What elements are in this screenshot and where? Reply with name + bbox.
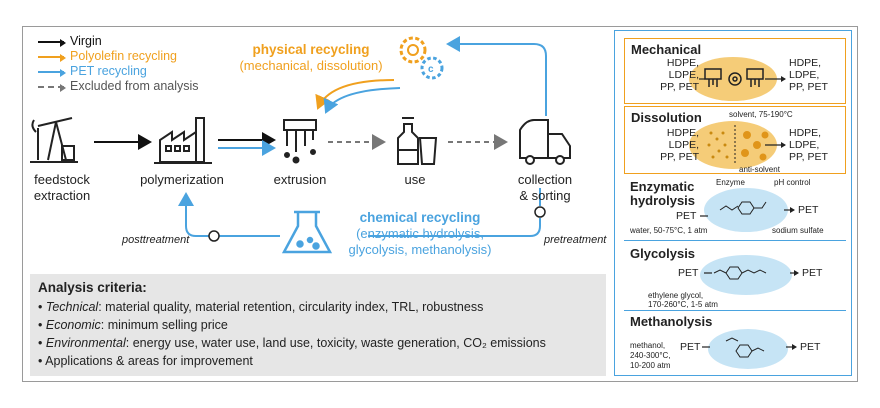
mechanical-out-3: PP, PET	[789, 81, 828, 93]
criteria-title: Analysis criteria:	[38, 280, 147, 295]
shredder-icon	[704, 68, 764, 87]
posttreatment-node	[208, 230, 220, 242]
methanolysis-cond-2: 240-300°C,	[630, 351, 671, 360]
legend-dashed-line-icon	[38, 83, 66, 92]
glycolysis-graphic	[700, 255, 799, 295]
dissolution-in-2: LDPE,	[668, 139, 699, 151]
mechanical-graphic	[689, 57, 786, 101]
glycolysis-in: PET	[678, 267, 699, 279]
legend-polyolefin: Polyolefin recycling	[38, 49, 199, 64]
node-label-polymerization: polymerization	[140, 172, 224, 187]
dissolution-title: Dissolution	[631, 110, 702, 125]
figure-frame	[22, 26, 858, 382]
physical-recycling-title: physical recycling	[252, 42, 370, 57]
dissolution-in-1: HDPE,	[666, 127, 699, 139]
criteria-list: Technical: material quality, material re…	[38, 298, 546, 370]
criteria-item-economic: Economic: minimum selling price	[38, 316, 546, 334]
posttreatment-label: posttreatment	[122, 234, 190, 246]
analysis-criteria-box: Analysis criteria: Technical: material q…	[30, 274, 606, 376]
enzymatic-enzyme: Enzyme	[716, 178, 745, 187]
dissolution-out-3: PP, PET	[789, 151, 828, 163]
mechanical-in-1: HDPE,	[666, 57, 699, 69]
methanolysis-cond-3: 10-200 atm	[630, 361, 671, 370]
dissolution-graphic	[689, 121, 786, 169]
legend-line-icon	[38, 68, 66, 77]
bottles-icon	[397, 117, 438, 165]
enzymatic-in: PET	[676, 210, 697, 222]
dissolution-out-2: LDPE,	[789, 139, 820, 151]
mechanical-title: Mechanical	[631, 42, 702, 57]
garbage-truck-icon	[519, 119, 571, 165]
methanolysis-graphic	[702, 329, 797, 369]
pumpjack-icon	[30, 117, 78, 163]
enzymatic-title-2: hydrolysis	[630, 193, 696, 208]
gears-icon: c	[399, 36, 444, 80]
molecule-icon	[713, 266, 767, 280]
enzymatic-out: PET	[798, 204, 819, 216]
glycolysis-cond-2: 170-260°C, 1-5 atm	[648, 300, 718, 309]
mechanical-in-3: PP, PET	[660, 81, 699, 93]
pretreatment-node	[534, 206, 546, 218]
node-label-collection: collection & sorting	[517, 172, 573, 203]
glycolysis-title: Glycolysis	[630, 246, 696, 261]
molecule-icon	[725, 337, 765, 358]
chemical-recycling-sub2: glycolysis, methanolysis)	[348, 242, 492, 257]
enzymatic-ph: pH control	[774, 178, 811, 187]
legend-pet: PET recycling	[38, 64, 199, 79]
criteria-item-applications: Applications & areas for improvement	[38, 352, 546, 370]
chemical-recycling-title: chemical recycling	[359, 210, 481, 225]
legend-line-icon	[38, 53, 66, 62]
svg-text:c: c	[428, 64, 434, 75]
physical-recycling-sub: (mechanical, dissolution)	[239, 58, 383, 73]
node-label-use: use	[404, 172, 426, 187]
methanolysis-out: PET	[800, 341, 821, 353]
extrusion-icon	[283, 119, 317, 164]
methanolysis-in: PET	[680, 341, 701, 353]
enzymatic-graphic	[700, 188, 795, 232]
process-panel	[614, 30, 852, 376]
methanolysis-box: Methanolysis PET PET methanol, 240-300°C…	[624, 310, 846, 374]
dissolution-in-3: PP, PET	[660, 151, 699, 163]
methanolysis-cond-1: methanol,	[630, 341, 666, 350]
glycolysis-out: PET	[802, 267, 823, 279]
node-label-extrusion: extrusion	[273, 172, 327, 187]
dissolution-antisolvent: anti-solvent	[739, 165, 780, 174]
criteria-item-technical: Technical: material quality, material re…	[38, 298, 546, 316]
glycolysis-box: Glycolysis PET PET ethylene glycol, 170-…	[624, 240, 846, 309]
legend-line-icon	[38, 38, 66, 47]
legend-virgin: Virgin	[38, 34, 199, 49]
chemical-recycling-sub1: (enzymatic hydrolysis,	[356, 226, 484, 241]
node-label-feedstock: feedstock extraction	[33, 172, 91, 203]
dissolution-box: Dissolution solvent, 75-190°C anti-solve…	[624, 106, 846, 174]
dissolution-out-1: HDPE,	[789, 127, 822, 139]
pretreatment-label: pretreatment	[544, 234, 607, 246]
dissolution-solvent: solvent, 75-190°C	[729, 110, 793, 119]
enzymatic-box: Enzymatic hydrolysis Enzyme pH control P…	[624, 176, 846, 238]
molecule-icon	[719, 201, 767, 215]
enzymatic-conditions: water, 50-75°C, 1 atm	[630, 226, 708, 235]
mechanical-out-2: LDPE,	[789, 69, 820, 81]
legend-excluded: Excluded from analysis	[38, 79, 199, 94]
methanolysis-title: Methanolysis	[630, 314, 713, 329]
enzymatic-title-1: Enzymatic	[630, 179, 695, 194]
mechanical-box: Mechanical HDPE, LDPE, PP, PET HDPE, LDP…	[624, 38, 846, 104]
flask-icon	[281, 210, 333, 254]
criteria-item-environmental: Environmental: energy use, water use, la…	[38, 334, 546, 352]
mechanical-out-1: HDPE,	[789, 57, 822, 69]
mechanical-in-2: LDPE,	[668, 69, 699, 81]
glycolysis-cond-1: ethylene glycol,	[648, 291, 704, 300]
factory-icon	[154, 117, 212, 164]
legend: Virgin Polyolefin recycling PET recyclin…	[38, 34, 199, 94]
enzymatic-salt: sodium sulfate	[772, 226, 824, 235]
